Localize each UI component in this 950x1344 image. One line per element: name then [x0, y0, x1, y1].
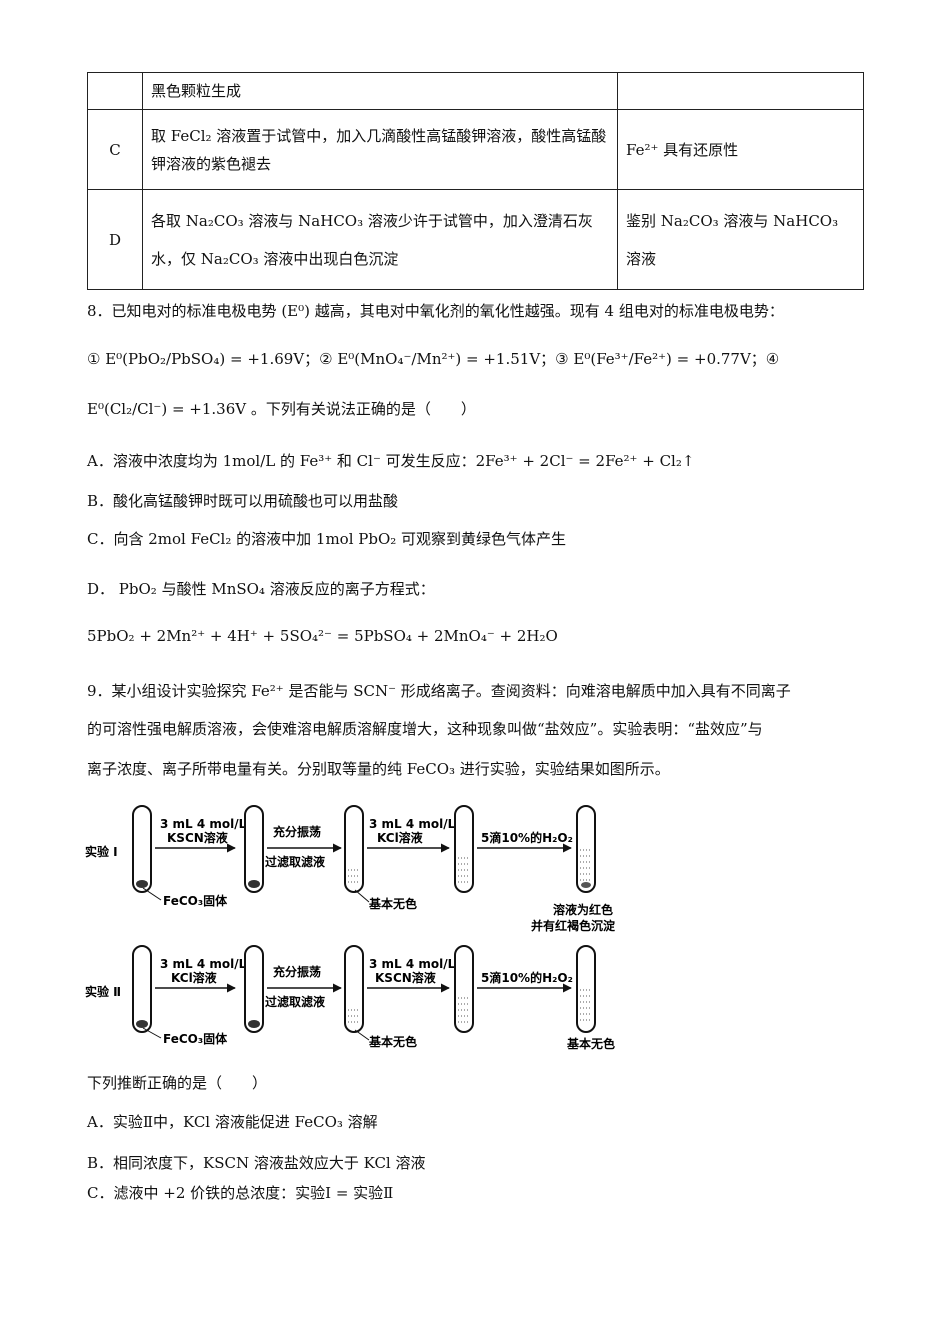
- exp1-step2-line1: 充分振荡: [273, 824, 321, 839]
- q9-stem-line2: 的可溶性强电解质溶液，会使难溶电解质溶解度增大，这种现象叫做“盐效应”。实验表明…: [87, 720, 763, 738]
- exp2-step2-line2: 过滤取滤液: [265, 994, 325, 1009]
- q9-option-c: C．滤液中 +2 价铁的总浓度：实验Ⅰ = 实验Ⅱ: [87, 1184, 394, 1202]
- row-content: 各取 Na₂CO₃ 溶液与 NaHCO₃ 溶液少许于试管中，加入澄清石灰水，仅 …: [142, 189, 618, 290]
- exp1-solid-label: FeCO₃固体: [163, 893, 228, 908]
- q8-option-b: B．酸化高锰酸钾时既可以用硫酸也可以用盐酸: [87, 492, 399, 510]
- exp2-solid-label: FeCO₃固体: [163, 1031, 228, 1046]
- q8-option-d-equation: 5PbO₂ + 2Mn²⁺ + 4H⁺ + 5SO₄²⁻ = 5PbSO₄ + …: [87, 627, 558, 645]
- exp2-label: 实验 Ⅱ: [85, 984, 121, 999]
- test-tube: [454, 945, 474, 1033]
- exp1-reagent2-line2: KCl溶液: [377, 830, 423, 845]
- q9-stem-line3: 离子浓度、离子所带电量有关。分别取等量的纯 FeCO₃ 进行实验，实验结果如图所…: [87, 760, 670, 778]
- table-row: D 各取 Na₂CO₃ 溶液与 NaHCO₃ 溶液少许于试管中，加入澄清石灰水，…: [87, 189, 864, 290]
- exp1-final-line2: 并有红褐色沉淀: [531, 918, 616, 933]
- q9-question: 下列推断正确的是（ ）: [87, 1074, 268, 1092]
- table-cell: [87, 72, 143, 110]
- exp2-reagent3: 5滴10%的H₂O₂: [481, 970, 573, 985]
- test-tube: [344, 945, 364, 1033]
- exp1-step2-line2: 过滤取滤液: [265, 854, 325, 869]
- exp1-reagent1-line2: KSCN溶液: [167, 830, 228, 845]
- exp2-mid-result: 基本无色: [368, 1034, 417, 1049]
- exp1-reagent2-line1: 3 mL 4 mol/L: [369, 817, 456, 831]
- test-tube: [454, 805, 474, 893]
- test-tube: [244, 805, 264, 893]
- exp1-final-line1: 溶液为红色: [553, 902, 613, 917]
- q8-option-a: A．溶液中浓度均为 1mol/L 的 Fe³⁺ 和 Cl⁻ 可发生反应：2Fe³…: [87, 452, 695, 470]
- experiment-2: 实验 Ⅱ 3 mL 4 mol/L KCl溶液 FeCO₃固体 充分振荡 过滤取…: [85, 945, 615, 1051]
- table-cell: 黑色颗粒生成: [142, 72, 618, 110]
- row-label: C: [87, 109, 143, 190]
- table-row: C 取 FeCl₂ 溶液置于试管中，加入几滴酸性高锰酸钾溶液，酸性高锰酸钾溶液的…: [87, 109, 864, 190]
- exp1-label: 实验 Ⅰ: [85, 844, 118, 859]
- experiment-1: 实验 Ⅰ 3 mL 4 mol/L KSCN溶液 FeCO₃固体 充分振荡 过滤…: [85, 805, 616, 933]
- experiment-diagram: 实验 Ⅰ 3 mL 4 mol/L KSCN溶液 FeCO₃固体 充分振荡 过滤…: [85, 805, 616, 1051]
- exp2-reagent2-line1: 3 mL 4 mol/L: [369, 957, 456, 971]
- q9-option-b: B．相同浓度下，KSCN 溶液盐效应大于 KCl 溶液: [87, 1154, 426, 1172]
- q9-stem-line1: 9．某小组设计实验探究 Fe²⁺ 是否能与 SCN⁻ 形成络离子。查阅资料：向难…: [87, 682, 791, 700]
- row-label: D: [87, 189, 143, 290]
- q8-stem-line1: 8．已知电对的标准电极电势 (E⁰) 越高，其电对中氧化剂的氧化性越强。现有 4…: [87, 302, 784, 320]
- row-content: 取 FeCl₂ 溶液置于试管中，加入几滴酸性高锰酸钾溶液，酸性高锰酸钾溶液的紫色…: [142, 109, 618, 190]
- test-tube: [576, 805, 596, 893]
- test-tube: [132, 945, 152, 1033]
- exp2-reagent1-line1: 3 mL 4 mol/L: [160, 957, 247, 971]
- q8-stem-line3: E⁰(Cl₂/Cl⁻) = +1.36V 。下列有关说法正确的是（ ）: [87, 400, 476, 418]
- exp2-reagent1-line2: KCl溶液: [171, 970, 217, 985]
- q8-option-d: D． PbO₂ 与酸性 MnSO₄ 溶液反应的离子方程式：: [87, 580, 435, 598]
- test-tube: [132, 805, 152, 893]
- table-row: 黑色颗粒生成: [87, 72, 864, 110]
- row-conclusion: Fe²⁺ 具有还原性: [617, 109, 864, 190]
- exp1-reagent3: 5滴10%的H₂O₂: [481, 830, 573, 845]
- q8-stem-line2: ① E⁰(PbO₂/PbSO₄) = +1.69V；② E⁰(MnO₄⁻/Mn²…: [87, 350, 780, 368]
- exp1-reagent1-line1: 3 mL 4 mol/L: [160, 817, 247, 831]
- exp2-final: 基本无色: [566, 1036, 615, 1051]
- test-tube: [344, 805, 364, 893]
- exp1-mid-result: 基本无色: [368, 896, 417, 911]
- q8-option-c: C．向含 2mol FeCl₂ 的溶液中加 1mol PbO₂ 可观察到黄绿色气…: [87, 530, 567, 548]
- exp2-step2-line1: 充分振荡: [273, 964, 321, 979]
- row-conclusion: 鉴别 Na₂CO₃ 溶液与 NaHCO₃ 溶液: [617, 189, 864, 290]
- test-tube: [576, 945, 596, 1033]
- q9-option-a: A．实验Ⅱ中，KCl 溶液能促进 FeCO₃ 溶解: [87, 1113, 378, 1131]
- table-cell: [617, 72, 864, 110]
- exp2-reagent2-line2: KSCN溶液: [375, 970, 436, 985]
- experiment-table: 黑色颗粒生成 C 取 FeCl₂ 溶液置于试管中，加入几滴酸性高锰酸钾溶液，酸性…: [87, 72, 864, 290]
- test-tube: [244, 945, 264, 1033]
